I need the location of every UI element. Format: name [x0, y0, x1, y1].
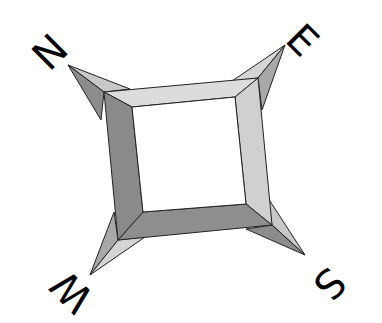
- direction-letter: N: [25, 27, 74, 76]
- frame-opening: [132, 97, 246, 212]
- direction-letter: W: [44, 264, 100, 320]
- direction-letter: S: [307, 261, 353, 307]
- spike-face: [258, 45, 285, 110]
- direction-letter: E: [280, 17, 326, 63]
- spike-face: [90, 237, 145, 275]
- spike-face: [68, 65, 104, 120]
- spike-face: [246, 225, 305, 255]
